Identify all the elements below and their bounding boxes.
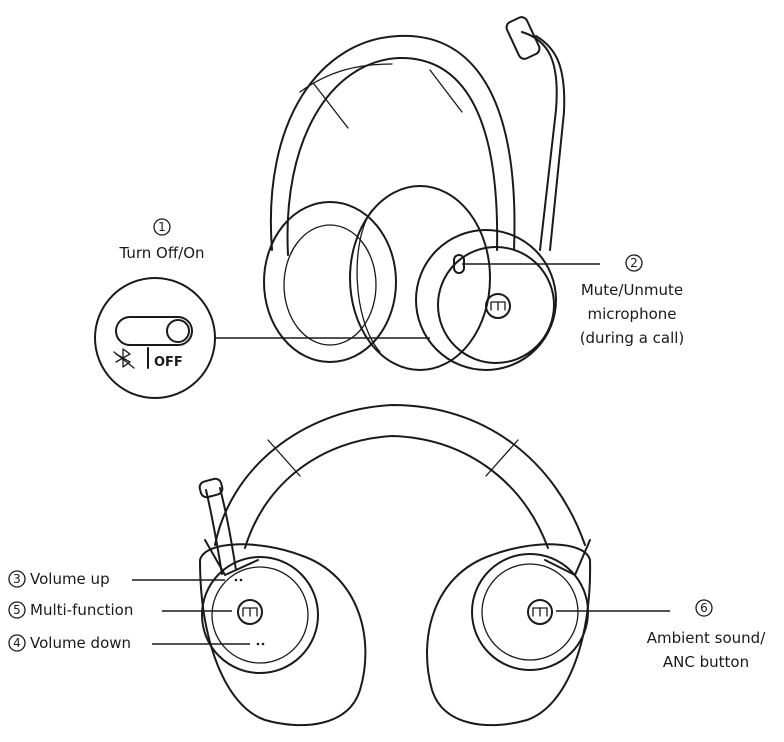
headset-front-view-icon bbox=[198, 404, 592, 727]
callout-4-volume-down: 4 Volume down bbox=[8, 634, 131, 652]
brand-logo-icon bbox=[527, 599, 553, 625]
callout-number: 1 bbox=[158, 220, 166, 234]
switch-off-label: OFF bbox=[154, 355, 183, 370]
callout-label-ambient-line2: ANC button bbox=[663, 653, 749, 671]
callout-label-mute-line1: Mute/Unmute bbox=[581, 281, 683, 299]
callout-number: 4 bbox=[13, 636, 21, 650]
callout-2-mute: 2 Mute/Unmute microphone (during a call) bbox=[580, 254, 685, 347]
callout-number: 2 bbox=[630, 256, 638, 270]
callout-label-multi-function: Multi-function bbox=[30, 601, 133, 619]
headset-side-view-icon bbox=[263, 16, 566, 371]
brand-logo-icon bbox=[485, 293, 511, 319]
callout-3-volume-up: 3 Volume up bbox=[8, 570, 110, 588]
callout-number: 6 bbox=[700, 601, 708, 615]
callout-1-power: 1 Turn Off/On bbox=[118, 218, 205, 262]
callout-label-mute-line2: microphone bbox=[588, 305, 677, 323]
callout-label-power: Turn Off/On bbox=[118, 244, 204, 262]
callout-number: 3 bbox=[13, 572, 21, 586]
bluetooth-off-icon bbox=[113, 348, 135, 369]
callout-label-volume-down: Volume down bbox=[30, 634, 131, 652]
callout-label-volume-up: Volume up bbox=[30, 570, 110, 588]
callout-label-ambient-line1: Ambient sound/ bbox=[647, 629, 766, 647]
callout-5-multi-function: 5 Multi-function bbox=[8, 601, 133, 619]
power-switch-icon: OFF bbox=[94, 277, 216, 399]
callout-number: 5 bbox=[13, 603, 21, 617]
callout-6-ambient-anc: 6 Ambient sound/ ANC button bbox=[647, 599, 766, 671]
callout-label-mute-line3: (during a call) bbox=[580, 329, 685, 347]
brand-logo-icon bbox=[237, 599, 263, 625]
